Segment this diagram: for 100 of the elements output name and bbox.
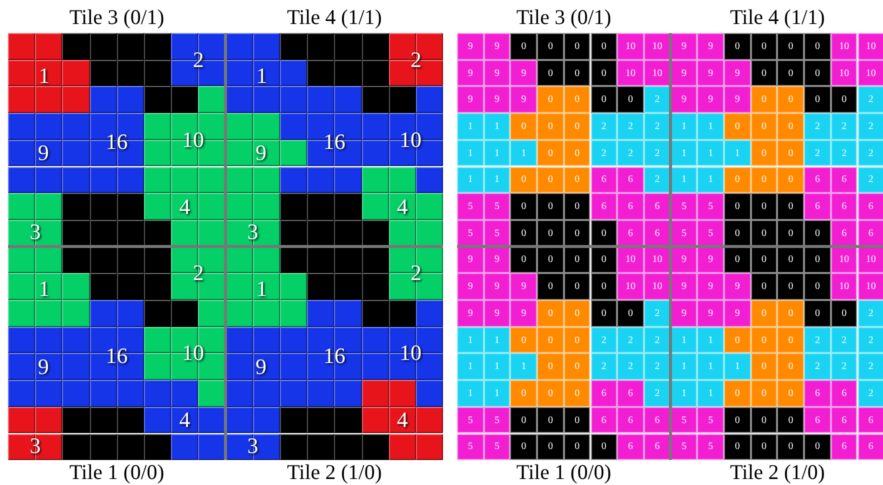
- grid-cell: 2: [644, 353, 671, 380]
- grid-cell: 0: [724, 380, 751, 407]
- grid-cell: 2: [858, 380, 883, 407]
- grid-cell: 0: [537, 166, 564, 194]
- grid-cell: 6: [590, 406, 618, 434]
- grid-cell: 1: [697, 166, 724, 194]
- grid-cell: 6: [830, 193, 858, 220]
- grid-cell: 0: [537, 326, 564, 354]
- grid-cell: 6: [830, 434, 858, 460]
- grid-cell: 6: [617, 166, 644, 194]
- grid-cell: 0: [617, 300, 644, 327]
- grid-cell: 0: [537, 60, 564, 86]
- grid-cell: 0: [537, 300, 564, 327]
- grid-cell: 0: [564, 193, 590, 220]
- grid-cell: 1: [484, 113, 510, 140]
- grid-cell: 0: [510, 166, 538, 194]
- grid-cell: 9: [457, 273, 484, 300]
- grid-cell: 0: [617, 86, 644, 114]
- grid-cell: 6: [858, 406, 883, 434]
- grid-cell: 1: [697, 380, 724, 407]
- grid-cell: 5: [697, 434, 724, 460]
- region-number: 3: [30, 434, 41, 458]
- grid-cell: 1: [510, 140, 538, 166]
- grid-cell: 0: [564, 380, 590, 407]
- grid-cell: 2: [644, 300, 671, 327]
- grid-cell: 6: [617, 406, 644, 434]
- region-number: 9: [38, 354, 49, 379]
- grid-cell: 0: [537, 33, 564, 60]
- grid-cell: 1: [484, 380, 510, 407]
- grid-cell: 1: [457, 166, 484, 194]
- grid-cell: 0: [777, 33, 804, 60]
- grid-cell: 2: [858, 326, 883, 354]
- grid-cell: 2: [858, 353, 883, 380]
- grid-cell: 0: [750, 166, 778, 194]
- grid-cell: 0: [750, 406, 778, 434]
- grid-cell: 2: [858, 113, 883, 140]
- grid-cell: 9: [484, 273, 510, 300]
- tile-caption: Tile 2 (1/0): [728, 460, 826, 485]
- grid-cell: 0: [510, 33, 538, 60]
- region-number: 1: [256, 277, 268, 302]
- grid-cell: 2: [858, 166, 883, 194]
- grid-cell: 10: [617, 273, 644, 300]
- grid-cell: 2: [830, 326, 858, 354]
- grid-cell: 2: [644, 86, 671, 114]
- grid-cell: 1: [484, 326, 510, 354]
- grid-cell: 2: [804, 113, 831, 140]
- grid-cell: 0: [510, 246, 538, 274]
- grid-cell: 1: [697, 113, 724, 140]
- grid-cell: 6: [830, 406, 858, 434]
- grid-cell: 9: [484, 33, 510, 60]
- grid-cell: 5: [670, 193, 698, 220]
- grid-cell: 1: [670, 353, 698, 380]
- grid-cell: 9: [697, 246, 724, 274]
- grid-cell: 0: [510, 220, 538, 247]
- grid-cell: 0: [537, 246, 564, 274]
- grid-cell: 0: [804, 300, 831, 327]
- grid-cell: 2: [590, 326, 618, 354]
- grid-cell: 2: [830, 353, 858, 380]
- grid-cell: 5: [670, 434, 698, 460]
- grid-cell: 10: [858, 273, 883, 300]
- grid-cell: 0: [750, 434, 778, 460]
- grid-cell: 2: [644, 113, 671, 140]
- grid-cell: 1: [484, 140, 510, 166]
- grid-cell: 9: [670, 273, 698, 300]
- grid-cell: 0: [510, 113, 538, 140]
- grid-cell: 0: [750, 60, 778, 86]
- grid-cell: 9: [457, 60, 484, 86]
- grid-cell: 2: [590, 353, 618, 380]
- region-number: 9: [38, 141, 49, 166]
- grid-cell: 1: [724, 140, 751, 166]
- grid-cell: 0: [564, 113, 590, 140]
- grid-cell: 0: [537, 273, 564, 300]
- grid-cell: 0: [724, 220, 751, 247]
- grid-cell: 1: [457, 113, 484, 140]
- tile-caption: Tile 4 (1/1): [728, 5, 826, 31]
- grid-cell: 0: [564, 33, 590, 60]
- grid-cell: 6: [804, 193, 831, 220]
- grid-cell: 9: [457, 33, 484, 60]
- grid-cell: 0: [804, 60, 831, 86]
- region-number: 16: [106, 130, 128, 154]
- grid-cell: 1: [670, 166, 698, 194]
- grid-cell: 2: [617, 140, 644, 166]
- grid-cell: 1: [724, 353, 751, 380]
- grid-cell: 0: [590, 434, 618, 460]
- grid-cell: 10: [830, 60, 858, 86]
- grid-cell: 9: [670, 86, 698, 114]
- grid-cell: 0: [724, 246, 751, 274]
- grid-cell: 0: [777, 246, 804, 274]
- grid-cell: 6: [804, 406, 831, 434]
- grid-cell: 0: [830, 300, 858, 327]
- grid-cell: 0: [777, 166, 804, 194]
- grid-cell: 0: [537, 220, 564, 247]
- grid-cell: 5: [457, 406, 484, 434]
- grid-cell: 6: [644, 193, 671, 220]
- grid-cell: 10: [644, 33, 671, 60]
- grid-cell: 0: [724, 166, 751, 194]
- grid-cell: 0: [537, 434, 564, 460]
- grid-cell: 0: [724, 406, 751, 434]
- grid-cell: 0: [830, 86, 858, 114]
- grid-cell: 0: [777, 406, 804, 434]
